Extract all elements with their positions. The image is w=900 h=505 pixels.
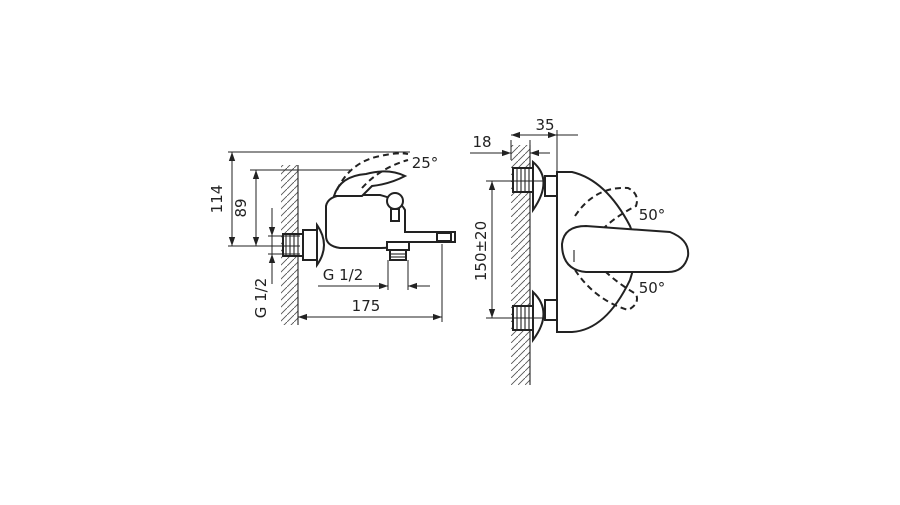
lever-down-dashed	[574, 261, 638, 312]
label-angle-25: 25°	[412, 154, 439, 172]
label-114: 114	[208, 185, 226, 214]
label-angle-50-up: 50°	[639, 206, 666, 224]
side-view: 114 89 G 1/2 G 1/2 175	[208, 151, 456, 325]
wall-fitting-side	[282, 221, 325, 269]
lever-side	[332, 170, 408, 197]
dim-35: 35	[511, 116, 578, 172]
fitting-top	[512, 159, 558, 214]
dim-175: 175	[298, 244, 443, 322]
dim-150: 150±20	[472, 180, 546, 319]
label-angle-50-down: 50°	[639, 279, 666, 297]
diverter-knob	[386, 192, 404, 210]
bottom-outlet	[386, 241, 410, 261]
label-35: 35	[535, 116, 554, 134]
label-89: 89	[232, 198, 250, 217]
dim-114: 114	[208, 151, 410, 247]
dim-18: 18	[470, 133, 550, 160]
label-thread-bottom: G 1/2	[323, 266, 364, 284]
front-view: 18 35 150±20 50° 50°	[470, 116, 690, 385]
lever-up-dashed	[574, 186, 638, 237]
dim-89: 89	[232, 169, 350, 246]
label-thread-side: G 1/2	[252, 278, 270, 319]
lever-front	[560, 224, 690, 273]
label-18: 18	[472, 133, 491, 151]
label-175: 175	[352, 297, 381, 315]
dim-thread-bottom: G 1/2	[318, 260, 430, 290]
label-150: 150±20	[472, 221, 490, 281]
dim-thread-side: G 1/2	[252, 208, 300, 318]
